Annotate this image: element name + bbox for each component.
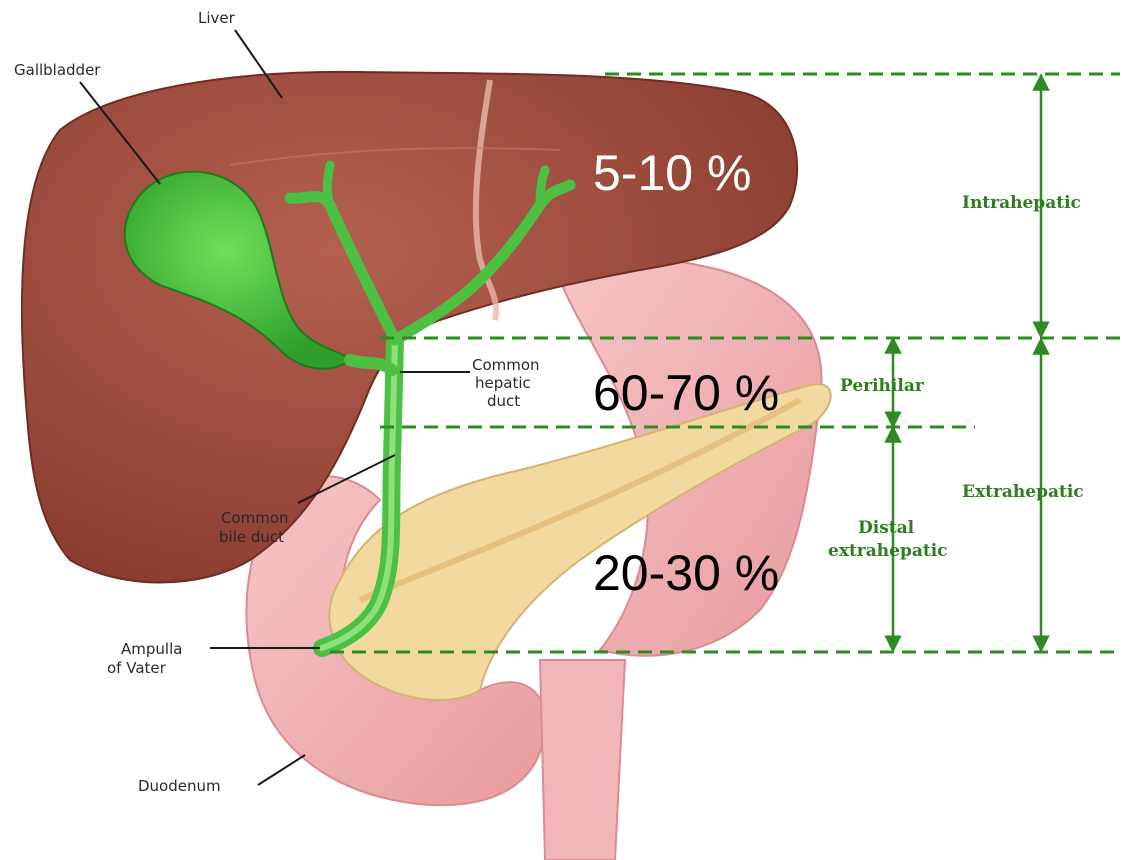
extrahepatic-label: Extrahepatic [962, 482, 1084, 502]
distal-percentage: 20-30 % [593, 545, 779, 601]
ampulla-label-2: of Vater [107, 659, 167, 677]
intrahepatic-label: Intrahepatic [962, 193, 1081, 213]
common-bile-duct-label-2: bile duct [219, 528, 284, 546]
distal-label-2: extrahepatic [828, 541, 948, 561]
common-hepatic-duct-label-3: duct [487, 392, 520, 410]
duodenum-leader [258, 755, 305, 785]
intrahepatic-percentage: 5-10 % [593, 145, 751, 201]
liver-label: Liver [198, 9, 236, 27]
common-hepatic-duct-label-1: Common [472, 356, 540, 374]
gallbladder-label: Gallbladder [14, 61, 101, 79]
common-hepatic-duct-label-2: hepatic [475, 374, 531, 392]
distal-label-1: Distal [858, 518, 915, 538]
duodenum-label: Duodenum [138, 777, 221, 795]
common-bile-duct-label-1: Common [221, 509, 289, 527]
perihilar-label: Perihilar [840, 376, 925, 396]
ampulla-label-1: Ampulla [121, 640, 182, 658]
perihilar-percentage: 60-70 % [593, 365, 779, 421]
